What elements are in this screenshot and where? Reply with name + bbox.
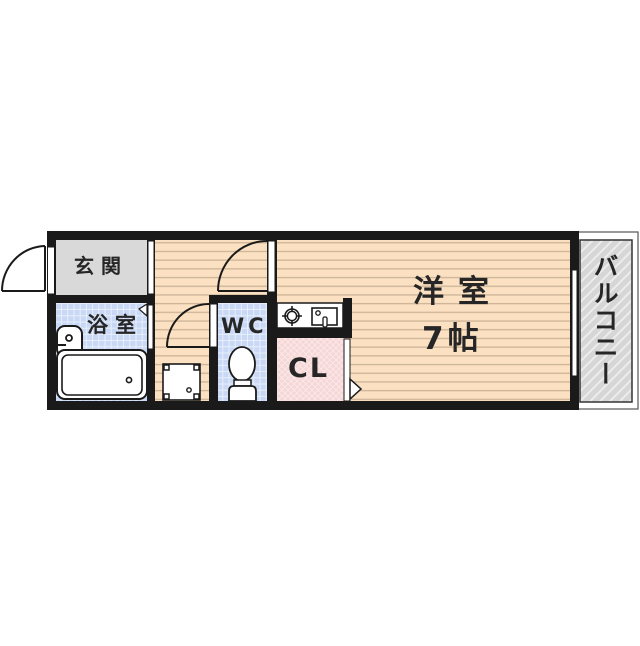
closet-floor (277, 338, 344, 402)
toilet-label: WC (221, 314, 268, 338)
bathroom-label: 浴室 (87, 313, 143, 337)
balcony-label: バルコニー (590, 253, 619, 388)
western-room-size: 7帖 (422, 321, 483, 357)
closet-door-marker (349, 377, 363, 401)
toilet-icon (228, 346, 257, 402)
western-room-label: 洋室 (413, 274, 503, 310)
bath-door-marker (137, 302, 148, 318)
kitchen-sink-icon (311, 307, 338, 328)
genkan-label: 玄関 (74, 254, 128, 278)
washer-pan-icon (162, 363, 201, 401)
wc-door (166, 303, 210, 348)
bathtub-icon (56, 349, 148, 400)
entrance-door (1, 245, 46, 292)
genkan-floor (55, 240, 148, 295)
room-door (217, 240, 268, 292)
wall-openings (47, 240, 578, 402)
closet-label: CL (288, 353, 330, 384)
kitchen-counter (276, 302, 344, 329)
balcony (577, 231, 639, 410)
